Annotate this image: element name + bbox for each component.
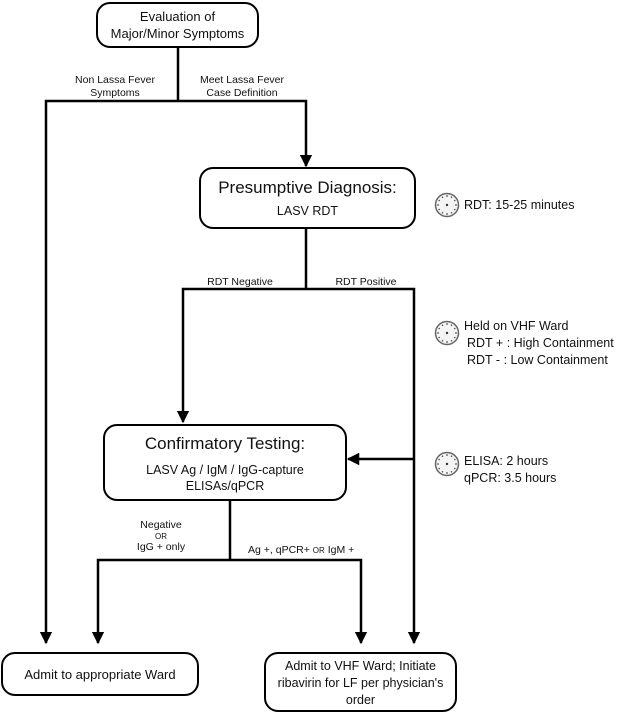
positive-part2: IgM + (324, 544, 355, 556)
admit-vhf-line3: order (345, 693, 376, 707)
elisa-line2: qPCR: 3.5 hours (464, 471, 557, 485)
confirmatory-line2: ELISAs/qPCR (185, 479, 265, 493)
admit-ward-text: Admit to appropriate Ward (24, 667, 176, 682)
confirmatory-line1: LASV Ag / IgM / IgG-capture (146, 463, 304, 477)
timing-elisa: ELISA: 2 hours qPCR: 3.5 hours (464, 453, 556, 487)
negative-line2: IgG + only (136, 541, 186, 553)
admit-vhf-line1: Admit to VHF Ward; Initiate (285, 659, 436, 673)
edge-label-rdt-negative: RDT Negative (207, 276, 273, 288)
confirmatory-testing-box: Confirmatory Testing: LASV Ag / IgM / Ig… (103, 424, 347, 501)
connector-to-presumptive (178, 99, 313, 168)
non-lassa-line2: Symptoms (90, 87, 140, 99)
non-lassa-line1: Non Lassa Fever (75, 74, 155, 86)
connector-negative (91, 558, 230, 645)
held-line1: RDT + : High Containment (467, 336, 614, 350)
connector-to-admit-ward (39, 99, 178, 645)
elisa-line1: ELISA: 2 hours (464, 454, 549, 468)
admit-vhf-line2: ribavirin for LF per physician's (277, 676, 444, 690)
evaluation-line2: Major/Minor Symptoms (110, 26, 245, 41)
edge-label-rdt-positive: RDT Positive (335, 276, 397, 288)
meet-lassa-line1: Meet Lassa Fever (199, 74, 285, 86)
timing-held: Held on VHF Ward RDT + : High Containmen… (464, 318, 614, 369)
edge-label-meet-lassa: Meet Lassa Fever Case Definition (187, 74, 297, 100)
clock-icon (434, 192, 460, 218)
presumptive-title: Presumptive Diagnosis: (218, 178, 397, 197)
held-title: Held on VHF Ward (464, 319, 569, 333)
edge-label-non-lassa: Non Lassa Fever Symptoms (60, 74, 170, 100)
connector-rdt-negative (176, 287, 306, 424)
held-line2: RDT - : Low Containment (467, 353, 608, 367)
positive-part1: Ag +, qPCR+ (248, 544, 313, 556)
evaluation-line1: Evaluation of (139, 9, 216, 24)
clock-icon (434, 451, 460, 477)
evaluation-box: Evaluation of Major/Minor Symptoms (96, 2, 259, 48)
positive-or: OR (312, 546, 325, 555)
edge-label-positive: Ag +, qPCR+ OR IgM + (248, 544, 388, 557)
negative-line1: Negative (140, 519, 182, 531)
timing-rdt: RDT: 15-25 minutes (464, 198, 575, 212)
connector-positive (230, 558, 368, 645)
admit-vhf-ward-box: Admit to VHF Ward; Initiate ribavirin fo… (264, 652, 457, 712)
clock-icon (434, 320, 460, 346)
admit-appropriate-ward-box: Admit to appropriate Ward (1, 652, 199, 696)
edge-label-negative: Negative OR IgG + only (118, 520, 204, 553)
meet-lassa-line2: Case Definition (206, 87, 278, 99)
presumptive-diagnosis-box: Presumptive Diagnosis: LASV RDT (199, 167, 416, 229)
confirmatory-title: Confirmatory Testing: (144, 434, 306, 453)
presumptive-sub: LASV RDT (276, 204, 339, 218)
connector-rdt-positive (306, 287, 421, 645)
negative-or: OR (155, 532, 167, 541)
